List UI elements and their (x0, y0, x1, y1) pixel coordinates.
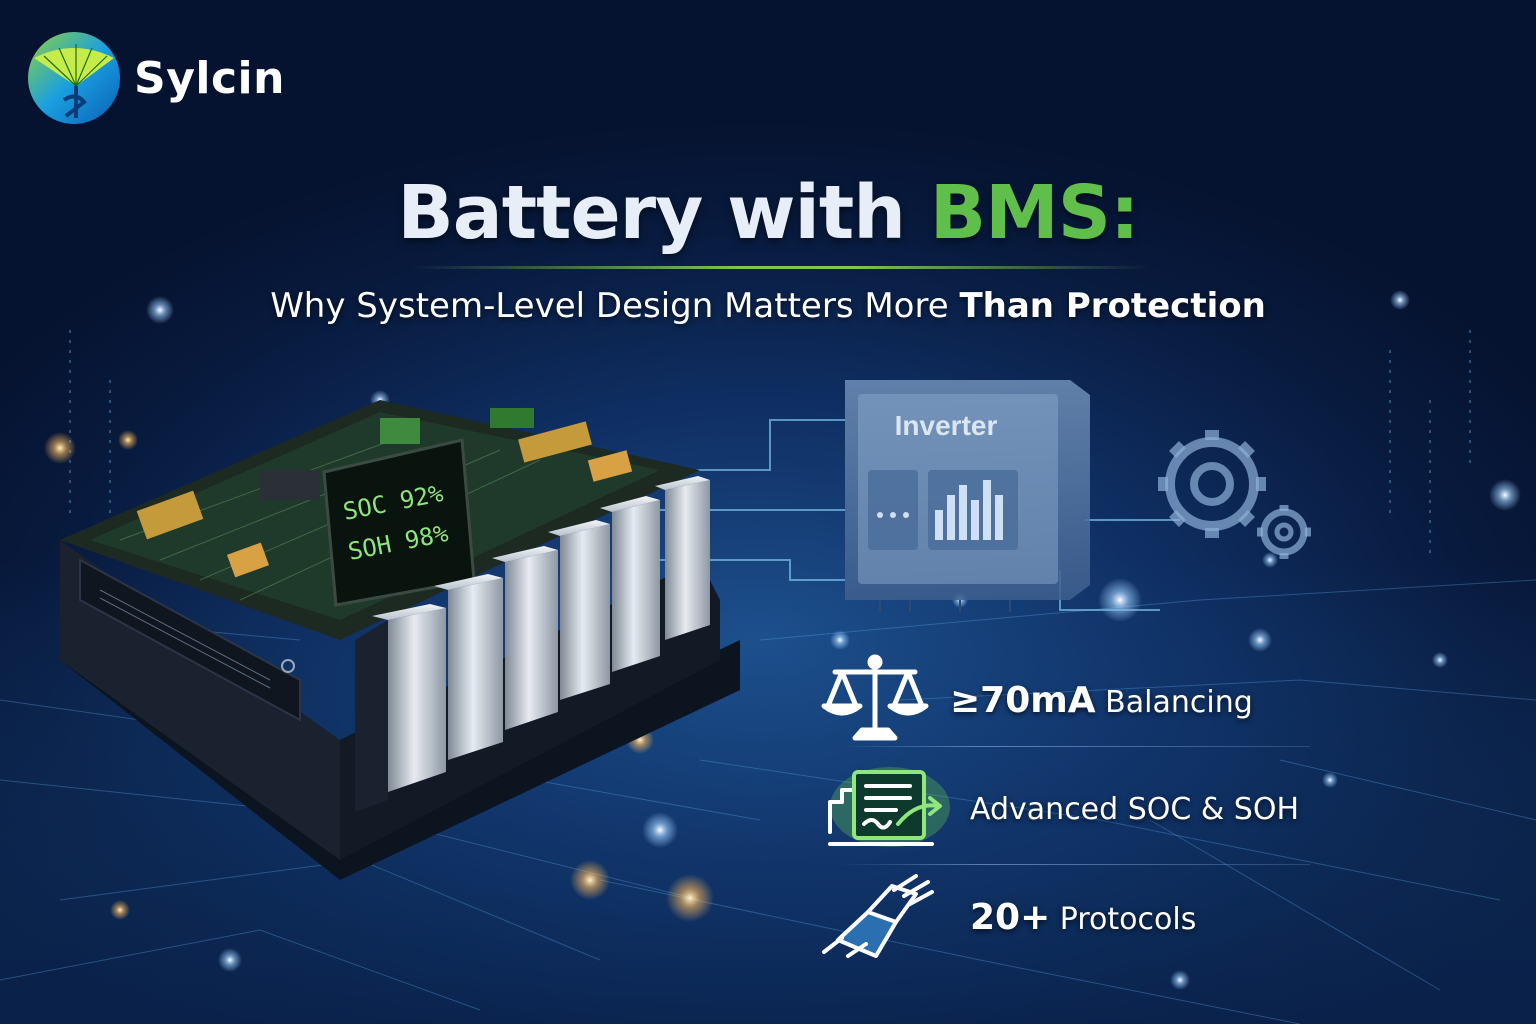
subtitle-bold: Than Protection (959, 286, 1266, 326)
monitoring-document-icon (828, 767, 950, 847)
feature-divider (840, 864, 1310, 865)
battery-cells (355, 476, 710, 812)
connector-plug-icon (822, 874, 934, 958)
inverter-label: Inverter (895, 410, 998, 441)
bms-lcd-display: SOC 92% SOH 98% (322, 438, 476, 607)
page-title: Battery with BMS: (0, 170, 1536, 256)
subtitle-regular: Why System-Level Design Matters More (270, 286, 960, 326)
inverter-box (845, 380, 1090, 612)
brand-lockup: Sylcin (24, 28, 285, 128)
feature-balancing: ≥70mA Balancing (820, 650, 1253, 750)
feature-protocols: 20+ Protocols (820, 872, 1196, 962)
feature-balancing-label: ≥70mA Balancing (950, 679, 1253, 721)
sylcin-logo-icon (28, 32, 120, 124)
page-subtitle: Why System-Level Design Matters More Tha… (0, 286, 1536, 326)
feature-divider (840, 746, 1310, 747)
title-white-part: Battery with (397, 170, 930, 256)
brand-name: Sylcin (134, 52, 285, 104)
balance-scale-icon (821, 654, 929, 741)
small-gear-icon (1257, 505, 1311, 559)
feature-soc-soh-label: Advanced SOC & SOH (970, 791, 1300, 827)
title-divider (410, 266, 1150, 269)
feature-protocols-label: 20+ Protocols (970, 896, 1197, 938)
gear-icon (1158, 430, 1266, 538)
title-green-part: BMS: (929, 170, 1140, 256)
feature-soc-soh: Advanced SOC & SOH (820, 762, 1299, 852)
